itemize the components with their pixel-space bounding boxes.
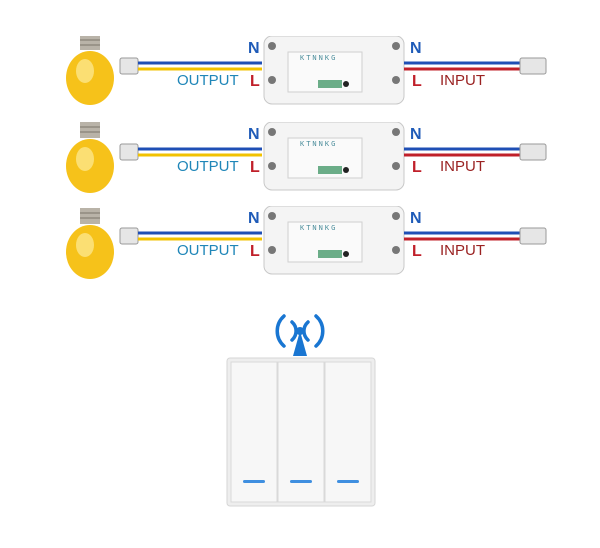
- input-label: INPUT: [440, 158, 485, 175]
- relay-row-2-graphic: [66, 122, 547, 193]
- label-n-right: N: [410, 126, 422, 143]
- relay-row-2: KTNNKG N L N L OUTPUT INPUT: [0, 122, 600, 202]
- label-l-right: L: [412, 243, 422, 260]
- input-connector: [519, 57, 547, 75]
- input-label: INPUT: [440, 72, 485, 89]
- input-connector: [519, 143, 547, 161]
- three-gang-wall-switch: [226, 357, 376, 507]
- output-label: OUTPUT: [177, 158, 239, 175]
- output-label: OUTPUT: [177, 72, 239, 89]
- light-bulb-icon: [66, 208, 114, 279]
- label-n-left: N: [248, 126, 260, 143]
- relay-row-3: KTNNKG N L N L OUTPUT INPUT: [0, 206, 600, 286]
- label-l-right: L: [412, 73, 422, 90]
- output-connector: [119, 143, 139, 161]
- switch-led-1: [243, 480, 265, 483]
- label-l-left: L: [250, 73, 260, 90]
- label-l-left: L: [250, 243, 260, 260]
- input-connector: [519, 227, 547, 245]
- relay-brand: KTNNKG: [300, 140, 338, 148]
- light-bulb-icon: [66, 122, 114, 193]
- label-n-left: N: [248, 210, 260, 227]
- output-connector: [119, 227, 139, 245]
- wireless-signal-icon: [275, 314, 325, 356]
- label-n-right: N: [410, 40, 422, 57]
- output-label: OUTPUT: [177, 242, 239, 259]
- label-n-right: N: [410, 210, 422, 227]
- switch-led-2: [290, 480, 312, 483]
- switch-led-3: [337, 480, 359, 483]
- label-l-left: L: [250, 159, 260, 176]
- relay-row-1-graphic: [66, 36, 547, 105]
- label-l-right: L: [412, 159, 422, 176]
- relay-brand: KTNNKG: [300, 54, 338, 62]
- relay-brand: KTNNKG: [300, 224, 338, 232]
- relay-row-1: KTNNKG N L N L OUTPUT INPUT: [0, 36, 600, 116]
- output-connector: [119, 57, 139, 75]
- input-label: INPUT: [440, 242, 485, 259]
- label-n-left: N: [248, 40, 260, 57]
- light-bulb-icon: [66, 36, 114, 105]
- relay-row-3-graphic: [66, 206, 547, 279]
